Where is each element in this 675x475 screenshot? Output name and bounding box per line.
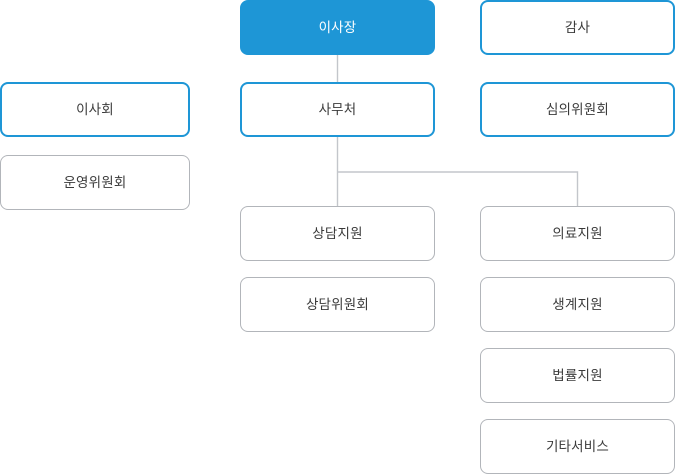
org-node-label: 법률지원 [552,367,603,383]
org-node-counseling-committee[interactable]: 상담위원회 [240,277,435,332]
org-node-legal-support[interactable]: 법률지원 [480,348,675,403]
org-node-steering-committee[interactable]: 운영위원회 [0,155,190,210]
org-node-label: 감사 [564,19,591,35]
org-node-label: 상담지원 [312,225,363,241]
org-node-chairman[interactable]: 이사장 [240,0,435,55]
org-node-deliberation-committee[interactable]: 심의위원회 [480,82,675,137]
org-node-label: 기타서비스 [545,438,610,454]
connector-secretariat-to-medical-support [337,171,579,206]
org-node-label: 생계지원 [552,296,603,312]
org-node-label: 의료지원 [552,225,603,241]
org-node-other-services[interactable]: 기타서비스 [480,419,675,474]
org-node-label: 사무처 [318,101,357,117]
org-node-label: 운영위원회 [63,174,127,190]
org-node-label: 상담위원회 [305,296,370,312]
org-node-board-of-directors[interactable]: 이사회 [0,82,190,137]
org-node-label: 심의위원회 [545,101,610,117]
org-node-auditor[interactable]: 감사 [480,0,675,55]
org-node-label: 이사장 [318,19,357,35]
org-node-label: 이사회 [76,101,114,117]
org-node-livelihood-support[interactable]: 생계지원 [480,277,675,332]
org-node-secretariat[interactable]: 사무처 [240,82,435,137]
org-node-counseling-support[interactable]: 상담지원 [240,206,435,261]
org-node-medical-support[interactable]: 의료지원 [480,206,675,261]
